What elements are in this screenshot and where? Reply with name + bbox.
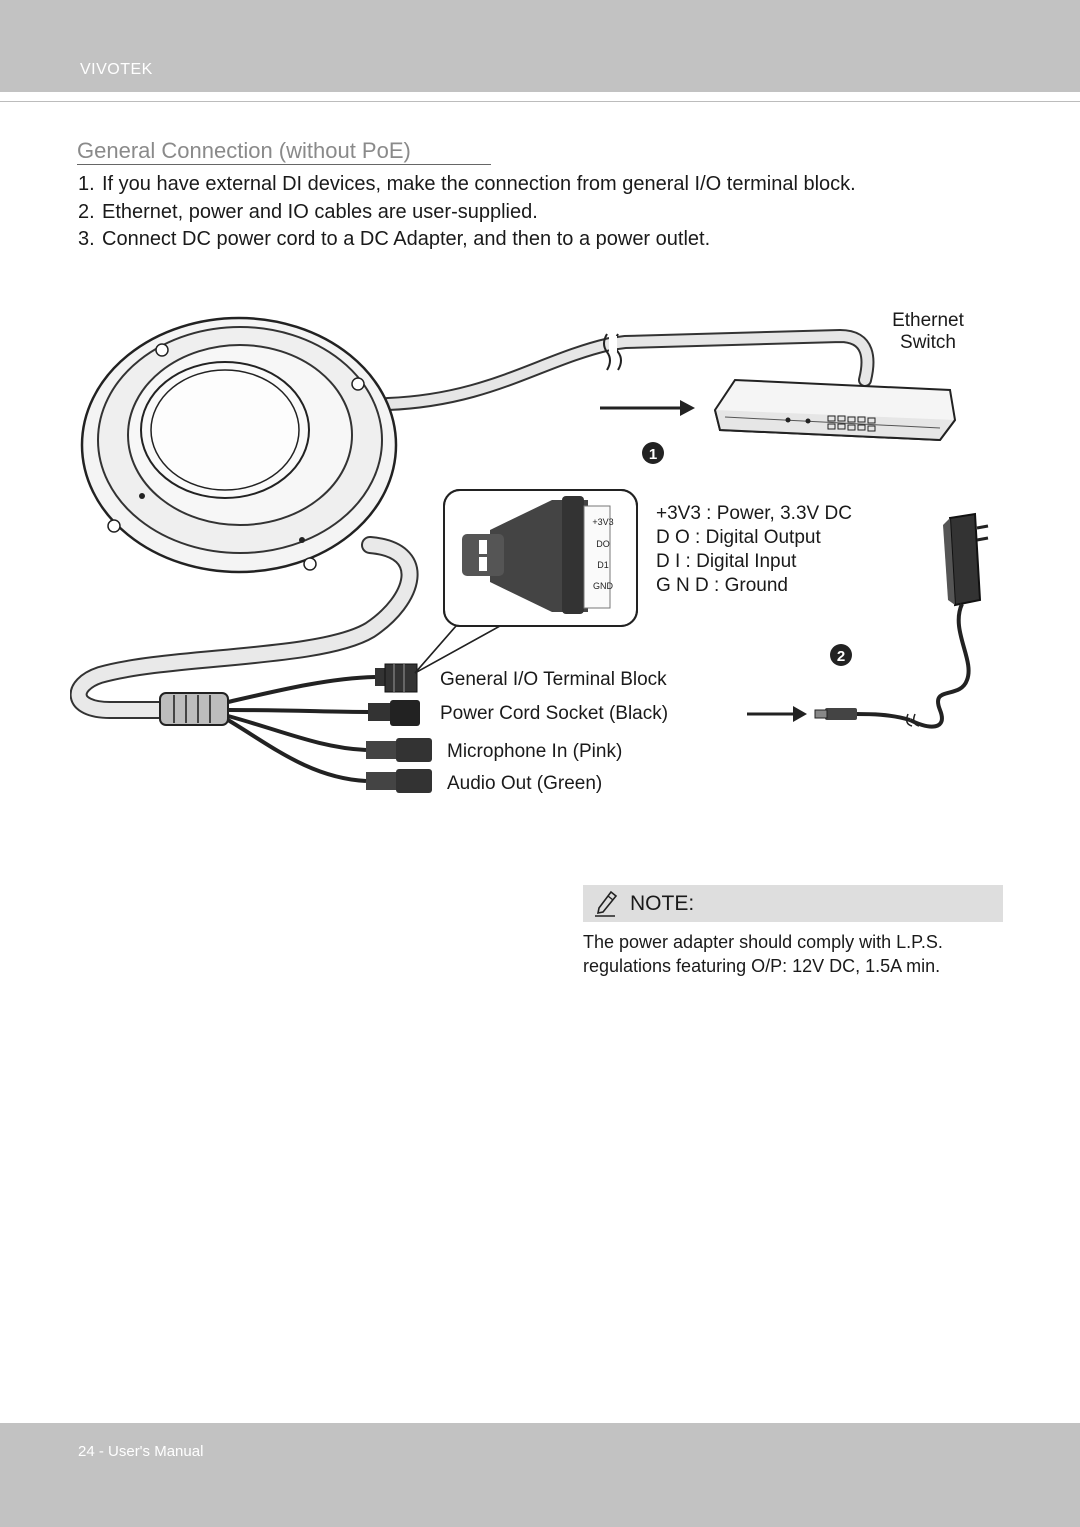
audio-out-label: Audio Out (Green)	[447, 773, 603, 794]
step-item: 1.If you have external DI devices, make …	[78, 173, 856, 195]
connection-diagram-art: +3V3 DO D1 GND 1 2	[69, 316, 989, 793]
pin-label: D1	[597, 560, 609, 570]
note-label: NOTE:	[630, 892, 695, 915]
pin-label: DO	[596, 539, 610, 549]
callout-number-2: 2	[837, 648, 845, 665]
mic-in-label: Microphone In (Pink)	[447, 741, 623, 762]
ethernet-switch-icon	[713, 378, 957, 442]
ethernet-switch-label: Ethernet Switch	[892, 310, 964, 353]
pin-label: +3V3	[592, 517, 613, 527]
step-item: 2.Ethernet, power and IO cables are user…	[78, 200, 538, 223]
steps-list: 1.If you have external DI devices, make …	[78, 171, 856, 254]
step-item: 3.Connect DC power cord to a DC Adapter,…	[78, 228, 711, 250]
connection-diagram: +3V3 DO D1 GND 1 2	[69, 300, 1030, 820]
callout-number-1: 1	[649, 446, 657, 463]
note-text: The power adapter should comply with L.P…	[583, 932, 943, 976]
brand-logo: VIVOTEK	[80, 61, 153, 78]
io-block-label: General I/O Terminal Block	[440, 669, 667, 690]
header-divider	[0, 101, 1080, 102]
pin-legend-item: D I : Digital Input	[656, 551, 797, 572]
power-socket-label: Power Cord Socket (Black)	[440, 703, 669, 724]
pin-label: GND	[593, 581, 614, 591]
footer-band	[0, 1423, 1080, 1527]
note-header: NOTE:	[583, 885, 1003, 922]
pin-legend-item: +3V3 : Power, 3.3V DC	[656, 503, 852, 524]
pin-legend-item: D O : Digital Output	[656, 527, 821, 548]
power-adapter-icon	[814, 512, 989, 729]
header-band	[0, 0, 1080, 92]
page-number: 24 - User's Manual	[78, 1443, 204, 1460]
section-title: General Connection (without PoE)	[77, 138, 491, 165]
pencil-icon	[595, 890, 618, 917]
pin-legend-item: G N D : Ground	[656, 575, 788, 596]
